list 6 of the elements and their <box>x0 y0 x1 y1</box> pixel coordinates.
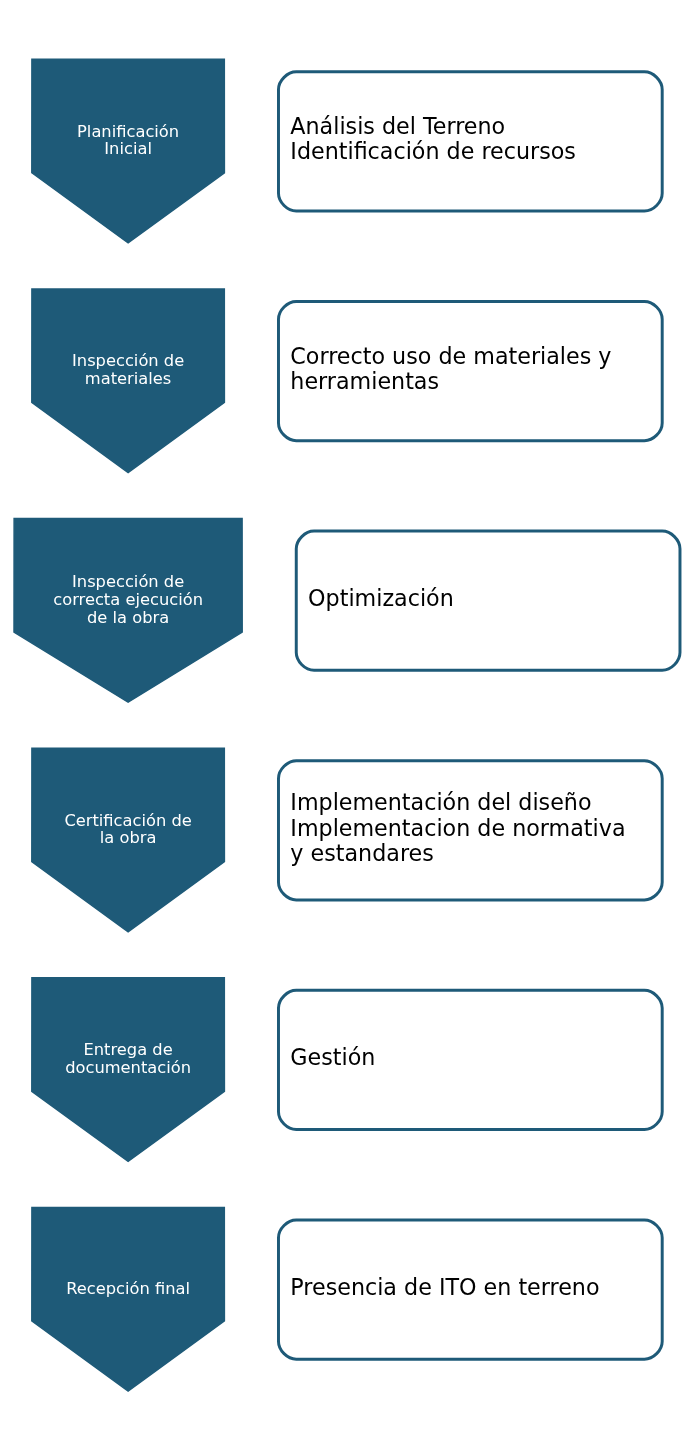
node-box: Presencia de ITO en terreno <box>277 1218 664 1361</box>
node-box: Correcto uso de materiales y herramientas <box>277 299 664 442</box>
node-box: Gestión <box>277 988 664 1131</box>
node-box: Implementación del diseño Implementacion de normativa y estandares <box>277 758 664 901</box>
node-box: Análisis del Terreno Identificación de recursos <box>277 69 664 212</box>
node-box: Optimización <box>294 529 682 672</box>
